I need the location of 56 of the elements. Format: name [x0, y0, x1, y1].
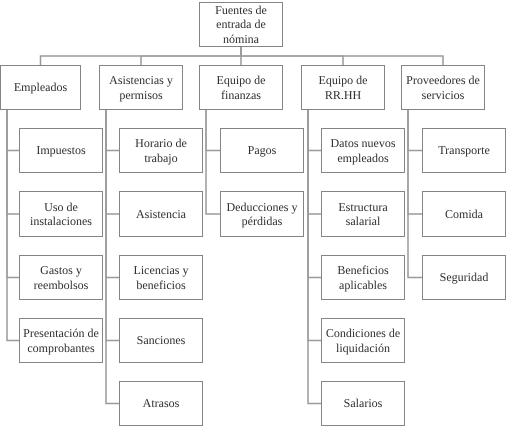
- connector-line: [407, 110, 422, 278]
- item-box: [321, 255, 405, 300]
- box-label: Atrasos: [142, 396, 180, 411]
- box-label: Estructura salarial: [337, 200, 389, 228]
- box-label: Licencias y beneficios: [132, 263, 190, 292]
- item-box: [119, 381, 203, 426]
- category-box: [199, 65, 283, 110]
- item-box: [19, 318, 103, 363]
- box-label: Proveedores de servicios: [405, 73, 481, 102]
- item-box: [19, 128, 103, 173]
- root-box: [199, 2, 283, 47]
- box-label: Transporte: [438, 143, 490, 158]
- item-box: [422, 191, 506, 237]
- connector-line: [240, 47, 444, 65]
- category-box: [401, 65, 485, 110]
- item-box: [19, 255, 103, 300]
- connector-line: [6, 110, 19, 342]
- item-box: [422, 255, 506, 300]
- connector-line: [105, 110, 119, 404]
- box-label: Salarios: [344, 396, 382, 411]
- item-box: [119, 255, 203, 300]
- item-box: [321, 318, 405, 363]
- box-label: Comida: [445, 206, 483, 222]
- box-label: Beneficios aplicables: [336, 263, 390, 292]
- box-label: Impuestos: [36, 143, 86, 158]
- item-box: [321, 381, 405, 426]
- box-label: Horario de trabajo: [134, 136, 188, 165]
- item-box: [119, 318, 203, 363]
- box-label: Pagos: [248, 143, 276, 158]
- box-label: Deducciones y pérdidas: [226, 200, 298, 228]
- box-label: Fuentes de entrada de nómina: [214, 2, 268, 46]
- item-box: [220, 191, 304, 237]
- box-label: Equipo de finanzas: [216, 73, 266, 102]
- connector-line: [205, 110, 220, 215]
- item-box: [422, 128, 506, 173]
- box-label: Datos nuevos empleados: [330, 136, 396, 165]
- box-label: Seguridad: [440, 270, 488, 285]
- box-label: Asistencia: [136, 206, 186, 222]
- item-box: [321, 128, 405, 173]
- box-label: Sanciones: [136, 333, 186, 348]
- item-box: [19, 191, 103, 237]
- item-box: [119, 128, 203, 173]
- box-label: Presentación de comprobantes: [22, 326, 100, 355]
- category-box: [0, 65, 81, 110]
- box-label: Empleados: [14, 80, 68, 95]
- box-label: Equipo de RR.HH: [318, 73, 368, 102]
- category-box: [301, 65, 385, 110]
- box-label: Uso de instalaciones: [29, 200, 93, 228]
- box-label: Condiciones de liquidación: [324, 326, 402, 355]
- item-box: [321, 191, 405, 237]
- category-box: [99, 65, 183, 110]
- item-box: [220, 128, 304, 173]
- item-box: [119, 191, 203, 237]
- box-label: Asistencias y permisos: [108, 73, 174, 102]
- box-label: Gastos y reembolsos: [32, 263, 90, 292]
- connector-line: [307, 110, 321, 404]
